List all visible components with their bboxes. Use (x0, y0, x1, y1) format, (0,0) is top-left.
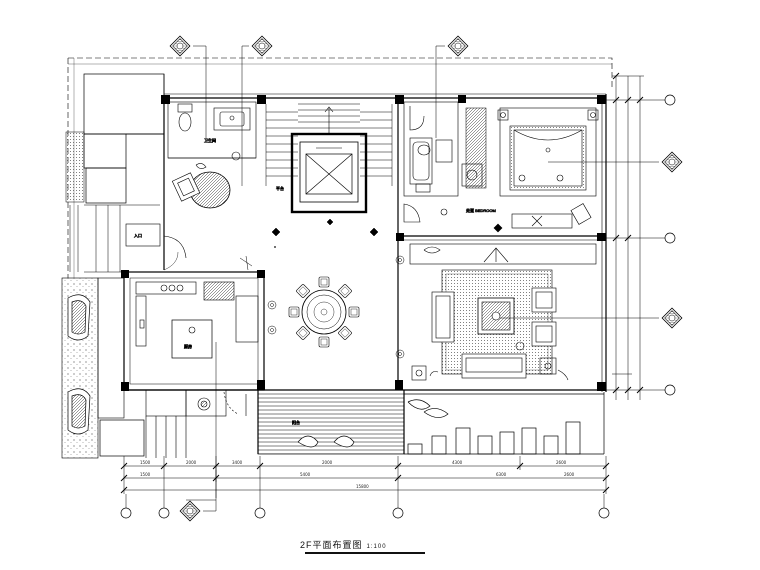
grid-bubble-icon (664, 94, 676, 106)
entrance-label: 入口 (134, 233, 142, 238)
dim-row2-4: 2600 (564, 472, 575, 477)
right-dimension-lines (606, 72, 665, 400)
dim-seg-4: 2000 (322, 460, 333, 465)
stair-landing-label: 平台 (276, 185, 284, 191)
right-planters (404, 392, 605, 455)
dimension-lines (120, 456, 610, 508)
living-room (409, 243, 597, 381)
caption-scale: 1:100 (366, 544, 387, 550)
grid-bubble-icon (120, 507, 132, 519)
structural-columns (121, 95, 606, 391)
dining-area: 入口 (125, 218, 405, 359)
grid-bubble-icon (254, 507, 266, 519)
balcony: 阳台 (145, 389, 405, 458)
grid-bubble-icon (664, 232, 676, 244)
bath-label: 卫生间 (204, 137, 216, 143)
dim-seg-6: 2600 (556, 460, 567, 465)
diamond-index-icon (447, 35, 469, 57)
diamond-index-icon (169, 35, 191, 57)
balcony-label: 阳台 (292, 419, 300, 425)
dim-row2-1: 1500 (140, 472, 151, 477)
caption-title: 2F平面布置图 (300, 540, 363, 550)
bedroom-suite: 走道 BEDROOM (403, 101, 599, 233)
dim-seg-1: 1500 (140, 460, 151, 465)
dim-row2-3: 6300 (496, 472, 507, 477)
dim-seg-2: 2000 (186, 460, 197, 465)
dim-overall: 15800 (356, 484, 369, 489)
bedroom-entry-label: 走道 BEDROOM (466, 207, 496, 213)
grid-bubble-icon (598, 507, 610, 519)
diamond-index-icon (661, 151, 683, 173)
grid-bubble-icon (158, 507, 170, 519)
stair-elevator-core: 平台 (265, 103, 393, 214)
kitchen-label: 厨房 (184, 343, 192, 349)
grid-bubble-icon (664, 384, 676, 396)
diamond-index-icon (251, 35, 273, 57)
dimension-text: 1500 2000 3400 2000 4300 2600 1500 5400 … (140, 460, 575, 489)
dim-seg-5: 4300 (452, 460, 463, 465)
elevation-index-symbols (169, 35, 683, 522)
grid-bubble-icon (392, 507, 404, 519)
diamond-index-icon (179, 500, 201, 522)
outer-boundary (67, 57, 613, 280)
kitchen: 厨房 (135, 281, 259, 500)
dim-row2-2: 5400 (300, 472, 311, 477)
left-neighbor-area (61, 73, 165, 459)
caption-underline (305, 552, 425, 554)
diamond-index-icon (661, 307, 683, 329)
bathroom-left: 卫生间 (167, 101, 257, 209)
dim-seg-3: 3400 (232, 460, 243, 465)
